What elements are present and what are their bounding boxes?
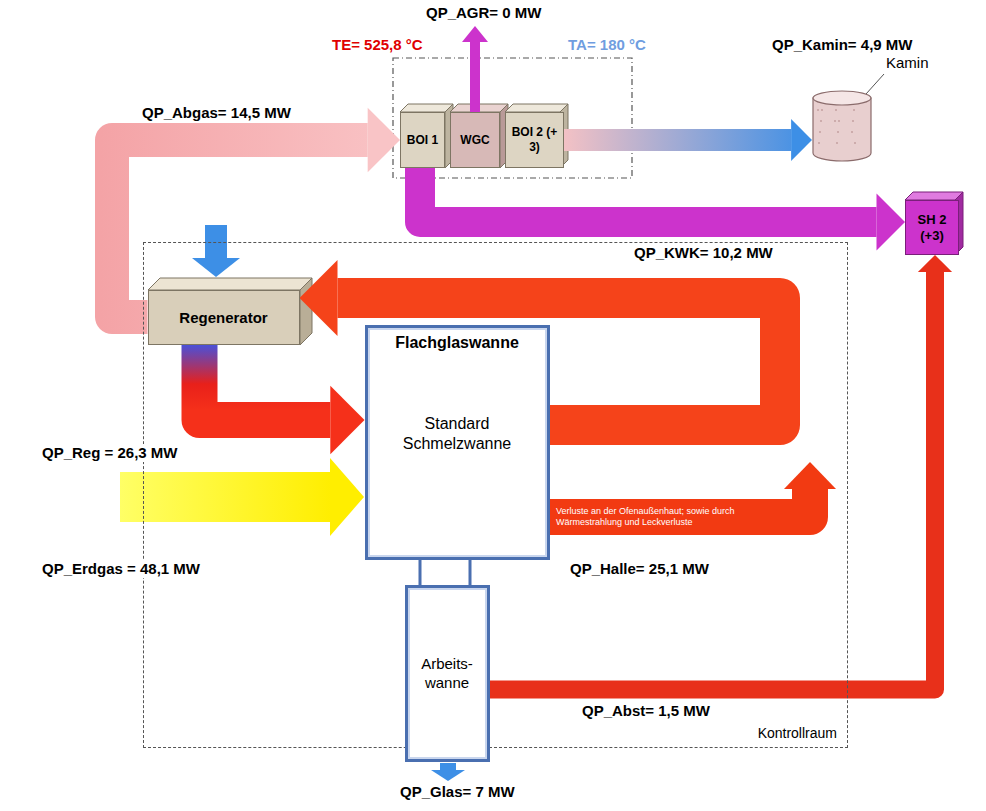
gas-arrow xyxy=(120,472,332,522)
air-arrow-head xyxy=(192,258,240,277)
node-title: Kamin xyxy=(886,54,929,71)
flow-value-label: QP_Reg = 26,3 MW xyxy=(40,444,179,462)
arrow-head xyxy=(330,386,364,454)
temperature-label: TA= 180 °C xyxy=(566,36,648,54)
loss-arrow-head xyxy=(784,462,836,489)
arrow-head xyxy=(791,119,812,161)
agr-arrow xyxy=(470,40,480,112)
flow-band xyxy=(564,129,791,151)
node-title: Kontrollraum xyxy=(758,725,837,741)
glass-arrow-head xyxy=(431,770,465,781)
gas-arrow-head xyxy=(330,458,364,536)
flow-value-label: QP_Kamin= 4,9 MW xyxy=(770,36,914,54)
flow-band xyxy=(420,168,877,222)
leader-line xyxy=(866,74,884,94)
tank-neck xyxy=(420,556,470,588)
boiler-top-face xyxy=(400,104,453,112)
melting-tank: FlachglaswanneStandard Schmelzwanne xyxy=(365,325,550,560)
boiler-top-face xyxy=(505,104,568,112)
flow-value-label: QP_KWK= 10,2 MW xyxy=(632,244,775,262)
chimney-shape xyxy=(812,90,872,162)
glass-arrow xyxy=(440,763,456,771)
temperature-label: TE= 525,8 °C xyxy=(330,36,425,54)
regenerator-top-face xyxy=(148,278,312,290)
flow-band xyxy=(200,345,331,421)
chp-flow xyxy=(420,168,905,251)
arrow-head xyxy=(300,260,338,336)
working-end: Arbeits- wanne xyxy=(405,585,490,762)
flow-value-label: QP_Glas= 7 MW xyxy=(398,783,517,801)
agr-arrow-head xyxy=(462,26,488,42)
boiler-group-boundary xyxy=(393,58,632,178)
arrow-head xyxy=(918,255,952,272)
node-title: Regenerator xyxy=(179,309,267,326)
flow-value-label: QP_AGR= 0 MW xyxy=(424,4,543,22)
node-body: Standard Schmelzwanne xyxy=(374,414,541,456)
node-title: WGC xyxy=(460,133,489,147)
node-title: BOI 1 xyxy=(407,133,438,148)
control-volume: Kontrollraum RegeneratorFlachglaswanneSta… xyxy=(143,242,848,748)
flow-value-label: QP_Erdgas = 48,1 MW xyxy=(40,560,202,578)
arrow-head xyxy=(877,194,906,251)
node-title: Arbeits- wanne xyxy=(414,654,481,693)
flow-value-label: QP_Halle= 25,1 MW xyxy=(568,560,711,578)
arrow-head xyxy=(368,108,400,173)
scrubber-box: WGC xyxy=(450,112,500,168)
flow-band xyxy=(490,272,936,689)
loss-note: Verluste an der Ofenaußenhaut; sowie dur… xyxy=(556,506,788,528)
heater-box: SH 2 (+3) xyxy=(905,200,959,255)
boiler-box: BOI 2 (+ 3) xyxy=(505,112,564,168)
node-title: BOI 2 (+ 3) xyxy=(508,125,561,155)
chimney: Kamin xyxy=(812,90,872,162)
regenerator-box: Regenerator xyxy=(148,290,300,345)
node-title: SH 2 (+3) xyxy=(908,212,956,243)
flow-value-label: QP_Abst= 1,5 MW xyxy=(580,702,712,720)
regenerator-flow xyxy=(200,345,365,455)
extraction-flow xyxy=(490,255,953,690)
stack-flow xyxy=(564,119,812,161)
flow-value-label: QP_Abgas= 14,5 MW xyxy=(140,104,293,122)
node-title: Flachglaswanne xyxy=(395,334,519,352)
heater-top-face xyxy=(905,192,963,200)
boiler-box: BOI 1 xyxy=(400,112,445,168)
